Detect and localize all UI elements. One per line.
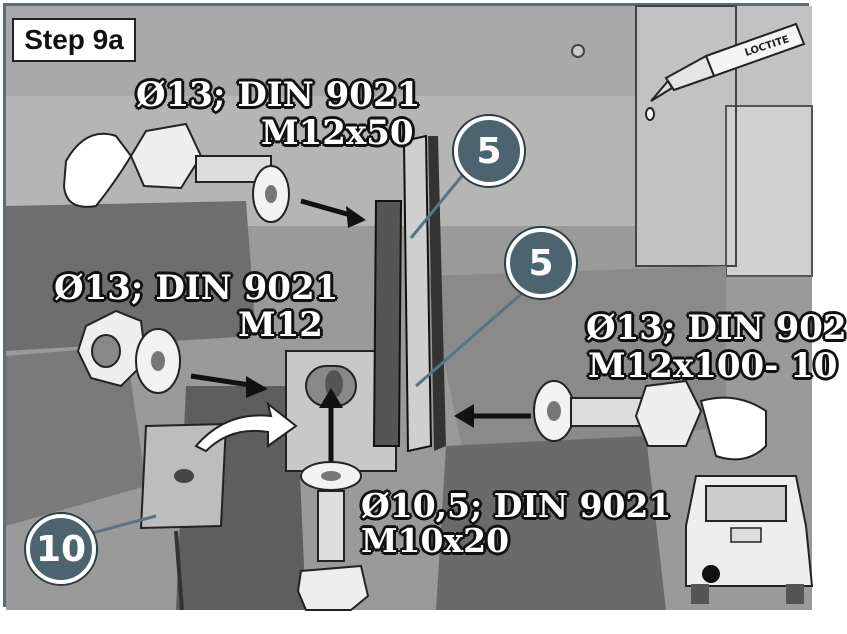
part-badge-plate: 10 bbox=[26, 514, 96, 584]
assembly-drawing: LOCTITE bbox=[6, 5, 814, 611]
bolt-top-spec-line2: M12x50 bbox=[261, 113, 414, 153]
nut-left-spec-line1: Ø13; DIN 9021 bbox=[54, 268, 339, 308]
loctite-tube-icon: LOCTITE bbox=[645, 22, 806, 121]
part-badge-upper: 5 bbox=[454, 116, 524, 186]
instruction-image: LOCTITE Step 9a Ø13; DIN 9021 M12x50 Ø13… bbox=[3, 3, 847, 611]
bolt-right-spec-line1: Ø13; DIN 902 bbox=[586, 308, 847, 348]
nut-m12-icon bbox=[76, 309, 181, 394]
bolt-right-spec-line2: M12x100- 10 bbox=[588, 346, 838, 386]
step-label: Step 9a bbox=[12, 18, 136, 62]
step-text: Step 9a bbox=[24, 24, 124, 55]
bolt-m12x50-icon bbox=[62, 122, 290, 223]
nut-left-spec-line2: M12 bbox=[238, 305, 323, 345]
bolt-bottom-spec-line2: M10x20 bbox=[361, 521, 510, 560]
bolt-bottom-spec-line1: Ø10,5; DIN 9021 bbox=[361, 486, 672, 525]
bolt-top-spec-line1: Ø13; DIN 9021 bbox=[136, 75, 421, 115]
part-badge-middle: 5 bbox=[506, 228, 576, 298]
car-rear-icon bbox=[685, 475, 814, 604]
bolt-m12x100-icon bbox=[533, 379, 767, 461]
bolt-m10x20-icon bbox=[296, 461, 370, 611]
